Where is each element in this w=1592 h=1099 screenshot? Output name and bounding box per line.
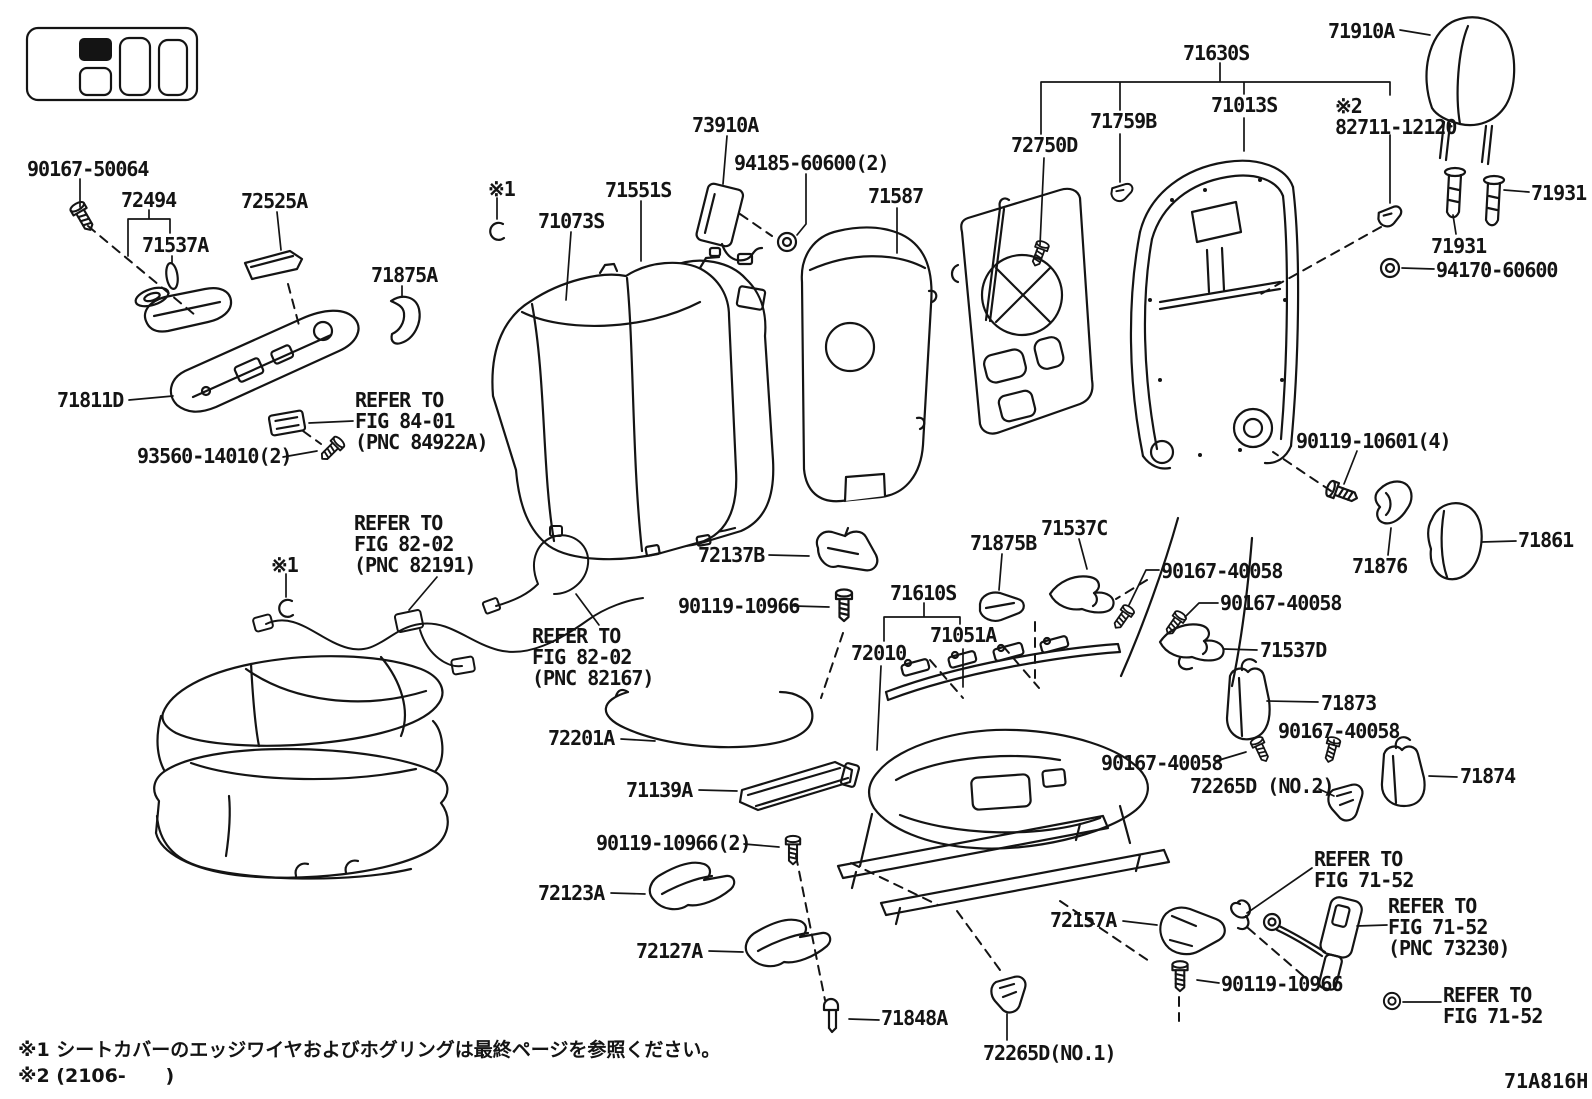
part-label-90119-10966-2: 90119-10966(2) <box>596 831 752 855</box>
part-label-90119-10966-m: 90119-10966 <box>678 594 800 618</box>
part-label-72127A: 72127A <box>636 939 703 963</box>
part-seat-belt-buckle <box>1230 896 1402 1011</box>
part-seat-cushion-pad-71511S <box>153 747 449 880</box>
part-label-71610S: 71610S <box>890 581 957 605</box>
part-label-72157A: 72157A <box>1050 908 1117 932</box>
part-label-90167-50064: 90167-50064 <box>27 157 149 181</box>
hog-ring-icons <box>278 221 506 618</box>
ref-note-fig-82-02-82167: REFER TO FIG 82-02 (PNC 82167) <box>532 624 654 690</box>
figure-code: 71A816H <box>1504 1069 1589 1093</box>
part-label-72265D-no2: 72265D (NO.2) <box>1190 774 1335 798</box>
part-label-71861: 71861 <box>1518 528 1574 552</box>
part-label-72201A: 72201A <box>548 726 615 750</box>
ref-note-fig-82-02-82191: REFER TO FIG 82-02 (PNC 82191) <box>354 511 476 577</box>
part-seat-back-pad-71587 <box>800 226 938 503</box>
part-label-71931-right: 71931 <box>1531 181 1587 205</box>
part-label-71876: 71876 <box>1352 554 1408 578</box>
part-label-72494: 72494 <box>121 188 177 212</box>
part-label-71537C: 71537C <box>1041 516 1108 540</box>
part-label-72137B: 72137B <box>698 543 765 567</box>
part-label-72123A: 72123A <box>538 881 605 905</box>
part-label-94170-60600: 94170-60600 <box>1436 258 1558 282</box>
part-label-71551S: 71551S <box>605 178 672 202</box>
part-label-71931-left: 71931 <box>1431 234 1487 258</box>
part-label-71875A: 71875A <box>371 263 438 287</box>
ref-note-fig-71-52-b: REFER TO FIG 71-52 (PNC 73230) <box>1388 894 1510 960</box>
part-label-82711-12120: ※2 82711-12120 <box>1335 94 1457 139</box>
part-label-71630S: 71630S <box>1183 41 1250 65</box>
part-label-71811D: 71811D <box>57 388 124 412</box>
part-label-71587: 71587 <box>868 184 924 208</box>
part-label-71873: 71873 <box>1321 691 1377 715</box>
ref-note-fig-71-52-a: REFER TO FIG 71-52 <box>1314 847 1414 892</box>
part-label-72525A: 72525A <box>241 189 308 213</box>
part-label-90167-40058-3: 90167-40058 <box>1278 719 1400 743</box>
part-seat-back-cover-71073S <box>491 261 738 561</box>
footnote-2: ※2 (2106- ) <box>18 1065 175 1087</box>
dashed-assembly-lines <box>87 213 1382 1022</box>
part-label-90119-10966-b: 90119-10966 <box>1221 972 1343 996</box>
part-bracket-72137B <box>815 526 879 572</box>
part-airbag-unit-73910A <box>695 182 798 266</box>
part-label-71139A: 71139A <box>626 778 693 802</box>
part-wire-harness <box>252 525 644 676</box>
part-recliner-small-parts <box>978 480 1483 822</box>
part-label-71013S: 71013S <box>1211 93 1278 117</box>
part-label-71537D: 71537D <box>1260 638 1327 662</box>
part-armrest-assembly <box>67 199 421 465</box>
part-label-71537A: 71537A <box>142 233 209 257</box>
part-label-71759B: 71759B <box>1090 109 1157 133</box>
ref-note-fig-84-01: REFER TO FIG 84-01 (PNC 84922A) <box>355 388 488 454</box>
part-label-72010: 72010 <box>851 641 907 665</box>
part-edge-wire-72201A <box>604 688 814 749</box>
part-bracket-71139A <box>738 760 861 812</box>
part-label-71874: 71874 <box>1460 764 1516 788</box>
part-label-71848A: 71848A <box>881 1006 948 1030</box>
part-label-72265D-no1: 72265D(NO.1) <box>983 1041 1116 1065</box>
part-label-72750D: 72750D <box>1011 133 1078 157</box>
part-label-90119-10601: 90119-10601(4) <box>1296 429 1452 453</box>
part-headrest-supports-71931 <box>1379 166 1506 279</box>
part-label-90167-40058-2: 90167-40058 <box>1220 591 1342 615</box>
footnote-1: ※1 シートカバーのエッジワイヤおよびホグリングは最終ページを参照ください。 <box>18 1039 721 1061</box>
part-label-94185-60600: 94185-60600(2) <box>734 151 890 175</box>
footnote-marker-1-top: ※1 <box>488 177 516 201</box>
ref-note-fig-71-52-c: REFER TO FIG 71-52 <box>1443 983 1543 1028</box>
part-label-71910A: 71910A <box>1328 19 1395 43</box>
part-seat-cushion-frame <box>836 728 1171 926</box>
leader-lines <box>79 29 1530 1041</box>
seat-position-indicator-icon <box>25 26 199 102</box>
footnote-marker-1-mid: ※1 <box>271 553 299 577</box>
part-label-73910A: 73910A <box>692 113 759 137</box>
part-headrest-71910A <box>1425 16 1516 166</box>
part-track-covers <box>648 861 1226 1034</box>
part-label-90167-40058-1: 90167-40058 <box>1161 559 1283 583</box>
part-label-90167-40058-4: 90167-40058 <box>1101 751 1223 775</box>
part-label-93560-14010: 93560-14010(2) <box>137 444 293 468</box>
part-label-71875B: 71875B <box>970 531 1037 555</box>
part-label-71073S: 71073S <box>538 209 605 233</box>
part-label-71051A: 71051A <box>930 623 997 647</box>
part-seat-back-board-72750D <box>950 187 1094 435</box>
